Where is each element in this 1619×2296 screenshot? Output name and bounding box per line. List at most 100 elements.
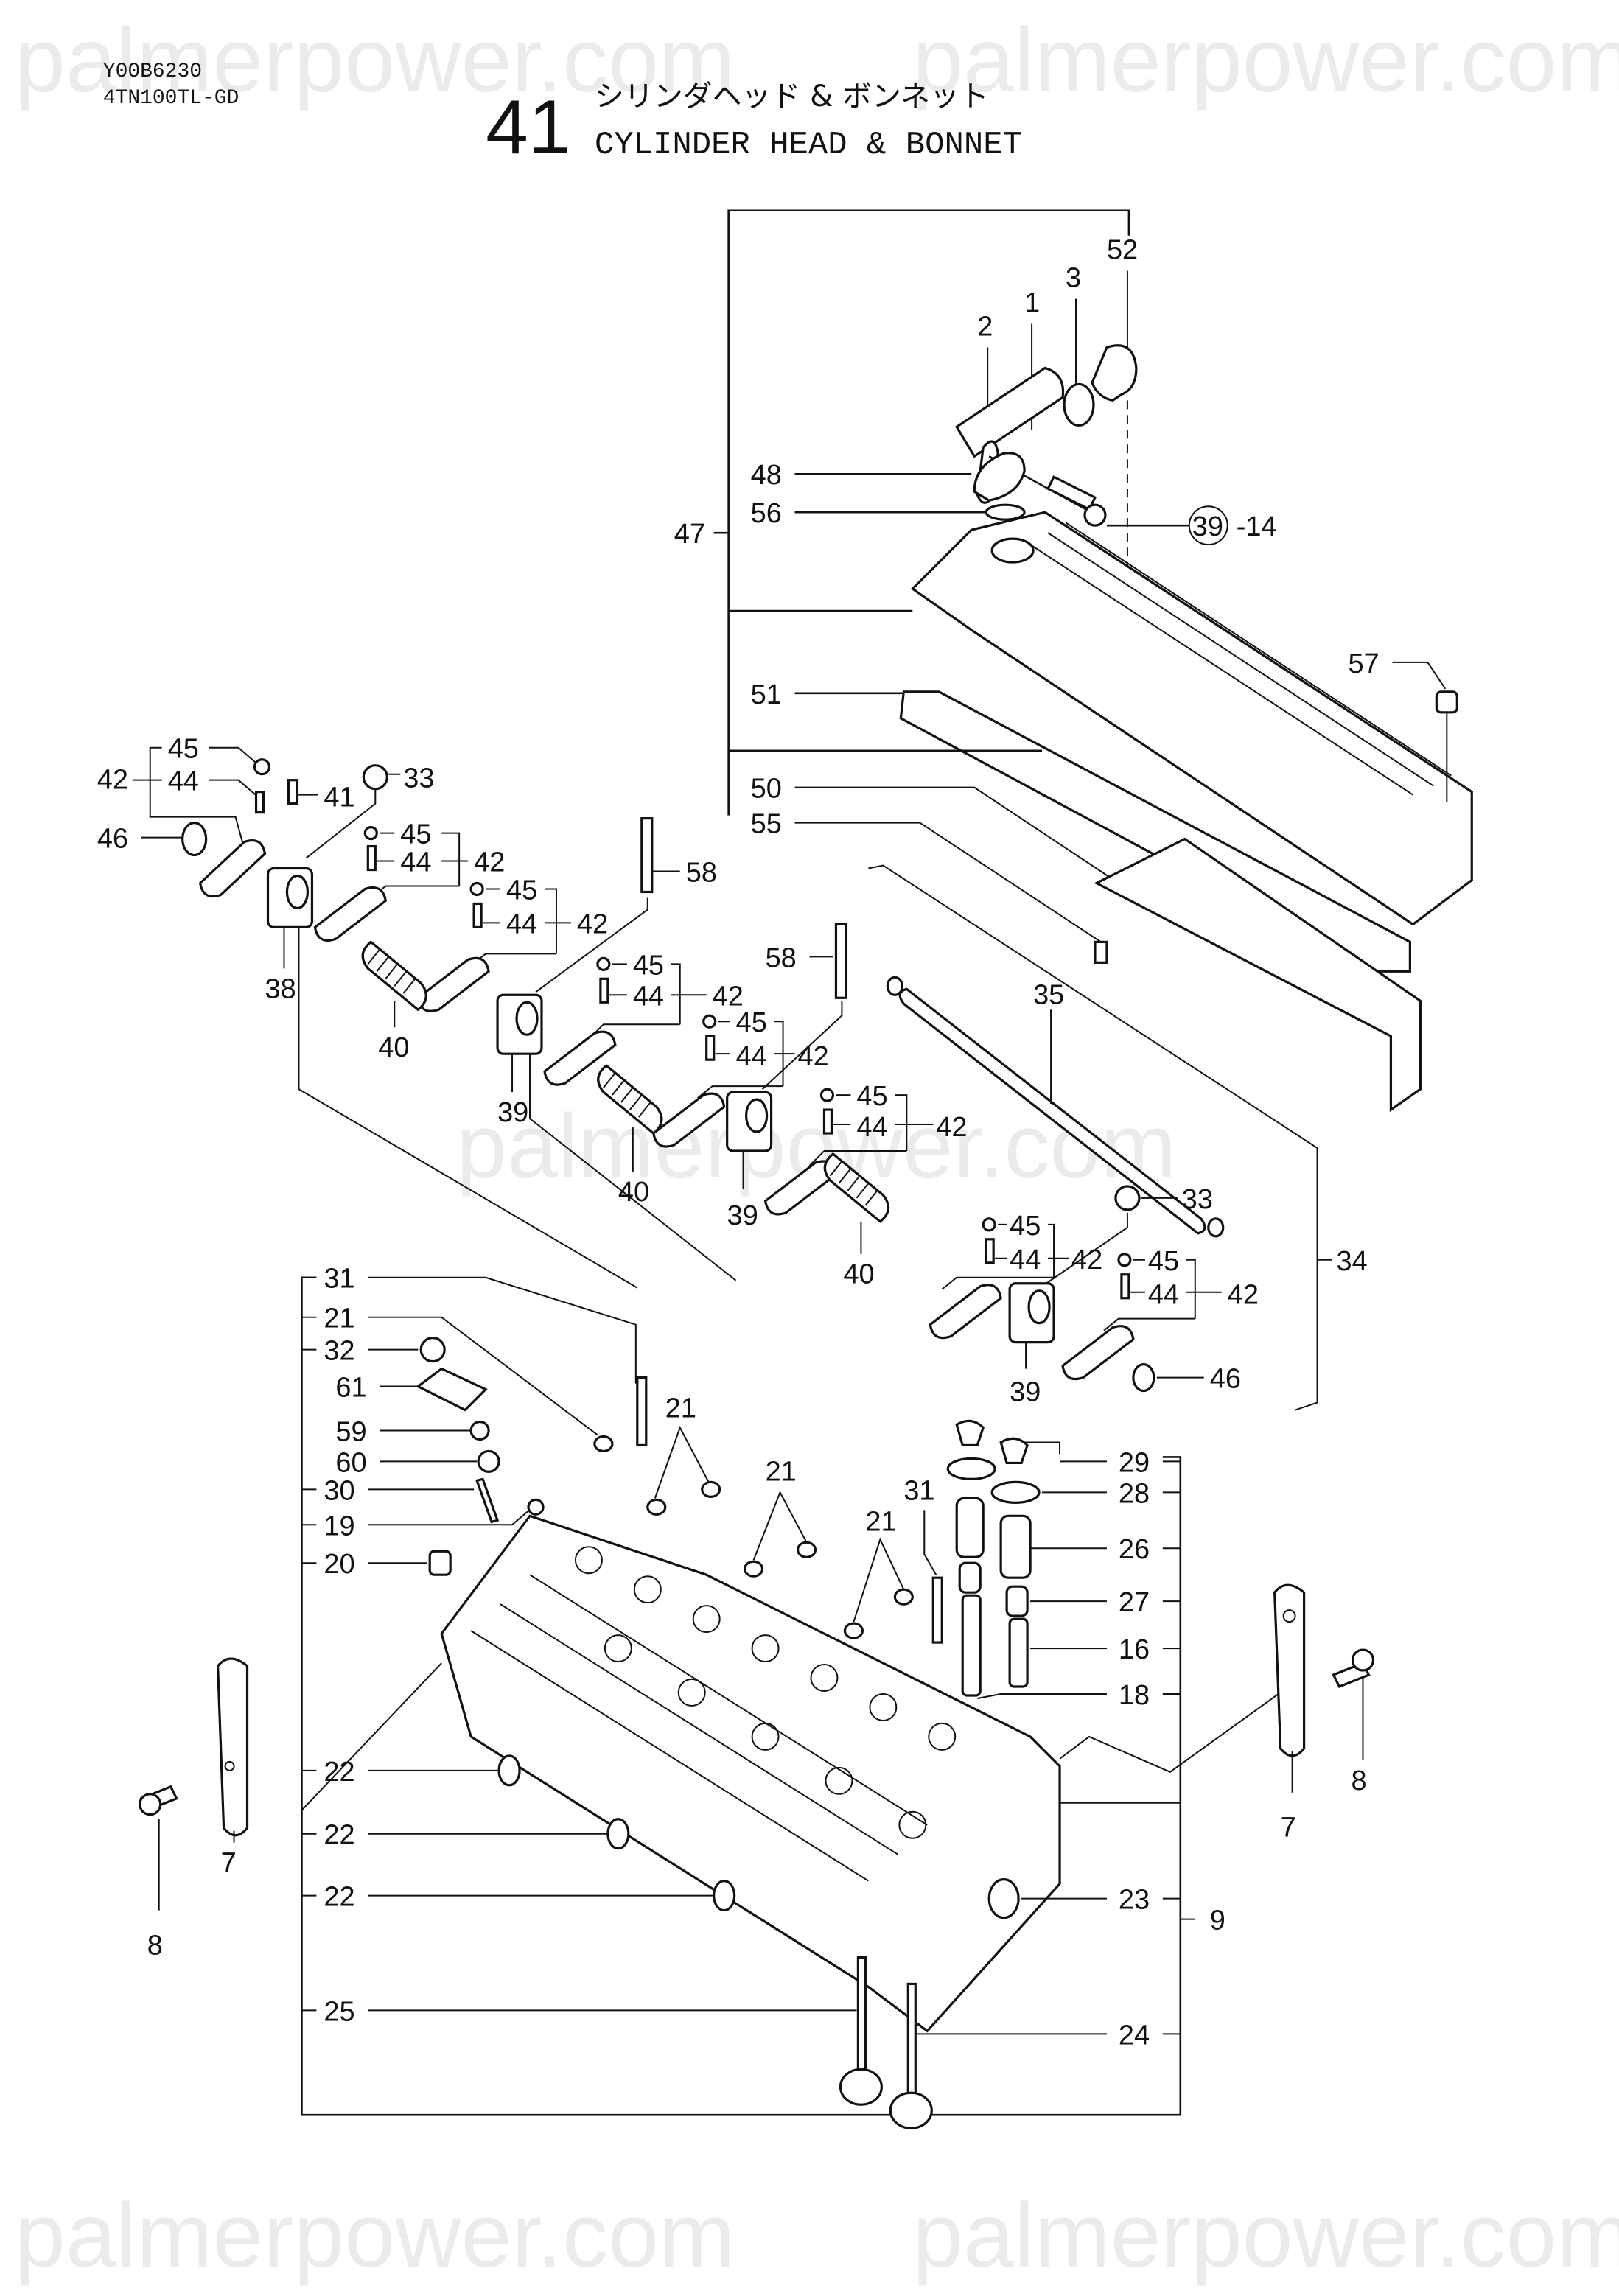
callout-40[interactable]: 40	[378, 1032, 409, 1063]
callout-19[interactable]: 19	[324, 1511, 354, 1541]
callout-56[interactable]: 56	[751, 498, 782, 529]
callout-14-ref[interactable]: -14	[1237, 511, 1277, 542]
callout-20[interactable]: 20	[324, 1549, 354, 1580]
adjust-screw	[705, 1035, 716, 1061]
callout-51[interactable]: 51	[751, 679, 782, 710]
callout-60[interactable]: 60	[335, 1447, 366, 1478]
callout-38[interactable]: 38	[265, 973, 296, 1004]
bracket-hole	[224, 1760, 235, 1771]
callout-1[interactable]: 1	[1024, 288, 1040, 319]
bracket	[149, 746, 162, 795]
callout-39-ref[interactable]: 39	[1192, 511, 1223, 542]
callout-21[interactable]: 21	[766, 1456, 797, 1487]
callout-39[interactable]: 39	[497, 1097, 528, 1128]
callout-42[interactable]: 42	[577, 909, 608, 939]
stud	[931, 1576, 943, 1644]
support-bore	[1027, 1289, 1051, 1325]
callout-41[interactable]: 41	[324, 783, 354, 813]
callout-39[interactable]: 39	[727, 1200, 758, 1231]
rocker-spring	[361, 940, 427, 1012]
callout-44[interactable]: 44	[506, 909, 537, 939]
callout-42[interactable]: 42	[474, 847, 505, 878]
callout-21[interactable]: 21	[865, 1506, 896, 1537]
callout-48[interactable]: 48	[751, 460, 782, 491]
rocker-group-left: 45 42 44 46 41 33 38 45 44 42	[97, 734, 638, 1289]
model-number: 4TN100TL-GD	[103, 87, 239, 110]
callout-18[interactable]: 18	[1119, 1680, 1150, 1711]
callout-8[interactable]: 8	[147, 1931, 163, 1961]
callout-22[interactable]: 22	[324, 1882, 354, 1913]
callout-46[interactable]: 46	[1210, 1364, 1241, 1395]
callout-8[interactable]: 8	[1351, 1765, 1366, 1796]
callout-57[interactable]: 57	[1349, 648, 1380, 679]
watermark-bottom-right: palmerpower.com	[912, 2185, 1619, 2286]
callout-34[interactable]: 34	[1337, 1246, 1368, 1277]
callout-33[interactable]: 33	[1182, 1184, 1213, 1215]
callout-45[interactable]: 45	[1148, 1246, 1179, 1277]
callout-24[interactable]: 24	[1119, 2020, 1150, 2051]
callout-58[interactable]: 58	[686, 857, 717, 888]
callout-45[interactable]: 45	[506, 875, 537, 906]
callout-46[interactable]: 46	[97, 824, 128, 855]
callout-25[interactable]: 25	[324, 1996, 354, 2027]
callout-42[interactable]: 42	[1228, 1280, 1259, 1311]
callout-59[interactable]: 59	[335, 1416, 366, 1447]
callout-40[interactable]: 40	[618, 1177, 649, 1208]
callout-22[interactable]: 22	[324, 1757, 354, 1788]
callout-44[interactable]: 44	[736, 1041, 767, 1072]
callout-45[interactable]: 45	[168, 734, 199, 765]
callout-39[interactable]: 39	[1010, 1377, 1041, 1408]
callout-29[interactable]: 29	[1119, 1447, 1150, 1478]
callout-2[interactable]: 2	[977, 312, 993, 343]
callout-42[interactable]: 42	[936, 1112, 967, 1143]
callout-27[interactable]: 27	[1119, 1587, 1150, 1618]
callout-16[interactable]: 16	[1119, 1634, 1150, 1665]
callout-50[interactable]: 50	[751, 774, 782, 805]
callout-44[interactable]: 44	[168, 766, 199, 797]
callout-31[interactable]: 31	[903, 1475, 934, 1506]
callout-33[interactable]: 33	[403, 763, 434, 794]
leader	[368, 1316, 598, 1436]
callout-55[interactable]: 55	[751, 809, 782, 840]
callout-7[interactable]: 7	[1281, 1813, 1296, 1844]
callout-28[interactable]: 28	[1119, 1478, 1150, 1509]
callout-44[interactable]: 44	[856, 1112, 887, 1143]
callout-52[interactable]: 52	[1107, 235, 1138, 266]
leader	[529, 1118, 737, 1281]
rocker-shaft-group: 34 35 45 44 42 33 39 45 44 42	[868, 864, 1368, 1411]
nut	[362, 764, 388, 791]
callout-42[interactable]: 42	[1071, 1245, 1102, 1275]
callout-58[interactable]: 58	[766, 942, 797, 973]
callout-42[interactable]: 42	[798, 1041, 829, 1072]
callout-45[interactable]: 45	[856, 1081, 887, 1112]
callout-30[interactable]: 30	[324, 1475, 354, 1506]
callout-3[interactable]: 3	[1066, 263, 1081, 294]
callout-23[interactable]: 23	[1119, 1885, 1150, 1916]
callout-35[interactable]: 35	[1033, 979, 1064, 1010]
callout-42[interactable]: 42	[713, 981, 744, 1012]
callout-40[interactable]: 40	[843, 1259, 874, 1290]
expansion-plug	[713, 1880, 736, 1912]
callout-61[interactable]: 61	[335, 1373, 366, 1404]
callout-9[interactable]: 9	[1210, 1905, 1225, 1936]
callout-45[interactable]: 45	[400, 819, 431, 850]
rocker-arm	[1061, 1325, 1135, 1381]
callout-44[interactable]: 44	[633, 981, 664, 1012]
callout-44[interactable]: 44	[1010, 1245, 1041, 1275]
callout-45[interactable]: 45	[1010, 1211, 1041, 1242]
callout-45[interactable]: 45	[736, 1007, 767, 1038]
callout-45[interactable]: 45	[633, 950, 664, 981]
callout-32[interactable]: 32	[324, 1336, 354, 1367]
callout-26[interactable]: 26	[1119, 1534, 1150, 1565]
callout-44[interactable]: 44	[400, 847, 431, 878]
callout-21[interactable]: 21	[665, 1393, 696, 1424]
callout-7[interactable]: 7	[221, 1848, 237, 1879]
callout-22[interactable]: 22	[324, 1820, 354, 1851]
callout-47[interactable]: 47	[674, 519, 705, 550]
bolt-head	[1351, 1648, 1375, 1672]
callout-31[interactable]: 31	[324, 1264, 354, 1295]
hose-clamp	[1063, 382, 1095, 427]
callout-44[interactable]: 44	[1148, 1280, 1179, 1311]
callout-42[interactable]: 42	[97, 765, 128, 796]
callout-21[interactable]: 21	[324, 1303, 354, 1334]
